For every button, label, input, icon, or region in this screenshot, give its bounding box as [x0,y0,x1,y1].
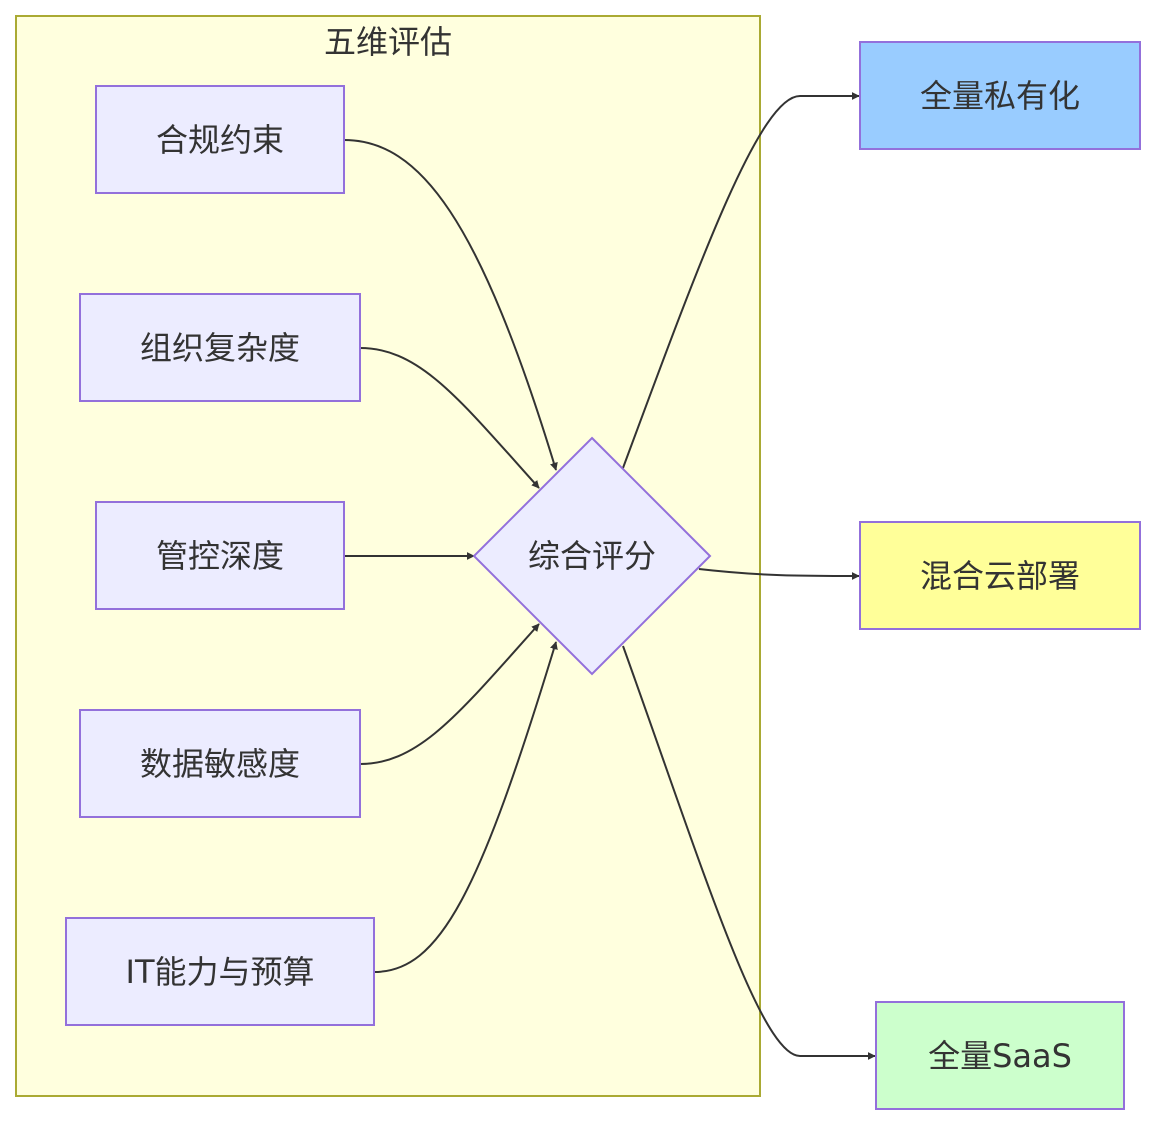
edges [343,92,876,1060]
edge-compliance-to-score [343,139,558,471]
node-overall-score-label: 综合评分 [528,537,656,575]
node-control-depth[interactable]: 管控深度 [95,501,345,610]
node-data-sensitivity[interactable]: 数据敏感度 [79,709,361,818]
edge-it-to-score [373,641,558,973]
edge-score-to-saas [622,645,876,1060]
node-it-capability-budget-label: IT能力与预算 [126,953,315,991]
edge-org-to-score [359,347,540,489]
node-org-complexity-label: 组织复杂度 [140,329,300,367]
node-compliance-label: 合规约束 [156,121,284,159]
node-control-depth-label: 管控深度 [156,537,284,575]
cluster-title: 五维评估 [324,23,452,61]
edge-data-to-score [359,623,540,765]
node-full-saas[interactable]: 全量SaaS [875,1001,1125,1110]
node-overall-score[interactable]: 综合评分 [472,436,712,676]
edge-score-to-private [622,92,860,469]
node-hybrid-cloud-label: 混合云部署 [920,557,1080,595]
node-full-saas-label: 全量SaaS [928,1037,1072,1075]
node-full-private-label: 全量私有化 [920,77,1080,115]
node-hybrid-cloud[interactable]: 混合云部署 [859,521,1141,630]
node-org-complexity[interactable]: 组织复杂度 [79,293,361,402]
node-data-sensitivity-label: 数据敏感度 [140,745,300,783]
node-compliance[interactable]: 合规约束 [95,85,345,194]
edge-score-to-hybrid [698,568,860,580]
node-it-capability-budget[interactable]: IT能力与预算 [65,917,375,1026]
node-full-private[interactable]: 全量私有化 [859,41,1141,150]
